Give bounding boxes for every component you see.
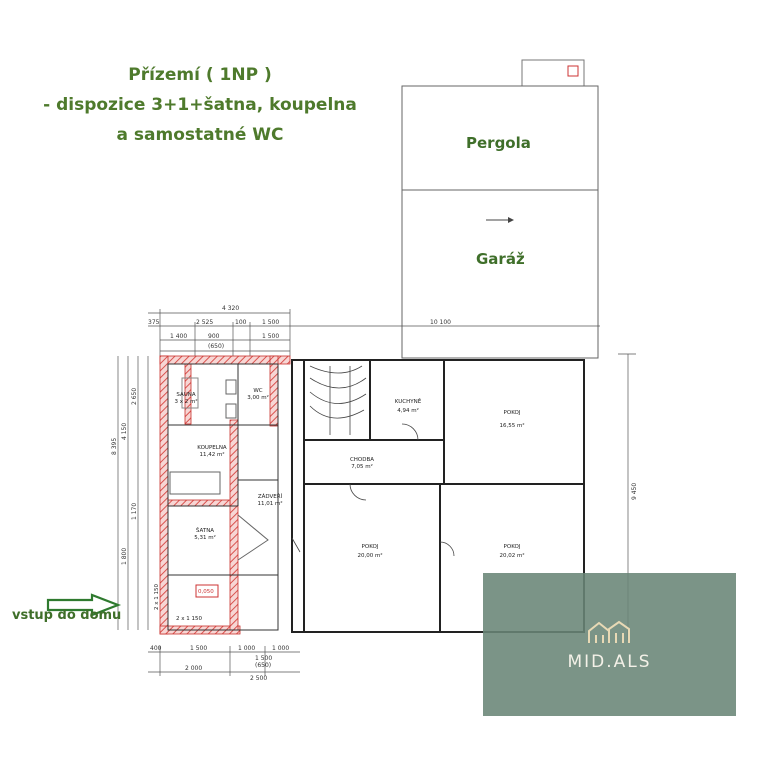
garage-label: Garáž — [476, 250, 525, 268]
dim-bottom-1: 400 — [150, 645, 162, 652]
dim-left-5: 1 800 — [121, 548, 128, 565]
dim-top-door-2: 900 — [208, 333, 220, 340]
room-bathroom-area: 11,42 m² — [199, 451, 224, 458]
plan-title-line2: - dispozice 3+1+šatna, koupelna — [43, 95, 357, 115]
room-room3-area: 20,02 m² — [499, 552, 524, 559]
dim-top-seg-1: 375 — [148, 319, 160, 326]
plan-title-line1: Přízemí ( 1NP ) — [128, 65, 272, 85]
room-room3-name: POKOJ — [504, 544, 521, 550]
dim-bottom-door-sub: (650) — [255, 662, 271, 669]
dim-bottom-total-2: 2 500 — [250, 675, 267, 682]
entry-arrow-icon — [46, 593, 122, 617]
top-dimension-lines — [148, 309, 600, 356]
house-logo-icon — [588, 620, 630, 643]
chimney-marker — [567, 65, 579, 77]
dim-top-seg-2: 2 525 — [196, 319, 213, 326]
dim-bottom-2: 1 500 — [190, 645, 207, 652]
dim-window-b: 2 x 1 150 — [176, 616, 202, 622]
dim-top-seg-5: 10 100 — [430, 319, 451, 326]
bottom-dimension-lines — [148, 646, 300, 676]
dim-left-1: 8 395 — [111, 438, 118, 455]
garage-outline — [401, 189, 599, 359]
entry-label: vstup do domu — [12, 608, 122, 623]
room-hallway-area: 7,05 m² — [351, 463, 373, 470]
dim-top-door-1: 1 400 — [170, 333, 187, 340]
dim-top-door-3: 1 500 — [262, 333, 279, 340]
room-wc-area: 3,00 m² — [247, 394, 269, 401]
room-room2-area: 20,00 m² — [357, 552, 382, 559]
dim-bottom-3: 1 000 — [238, 645, 255, 652]
room-room1-area: 16,55 m² — [499, 422, 524, 429]
room-wardrobe-name: ŠATNA — [196, 527, 214, 534]
pergola-label: Pergola — [466, 134, 531, 152]
room-room1-name: POKOJ — [504, 410, 521, 416]
room-bathroom-name: KOUPELNA — [197, 445, 227, 451]
dim-top-total: 4 320 — [222, 305, 239, 312]
agency-watermark: MID.ALS — [483, 573, 736, 716]
left-wing-walls — [167, 363, 279, 631]
plan-title-line3: a samostatné WC — [116, 125, 284, 145]
room-sauna-name: SAUNA — [176, 392, 195, 398]
dim-top-seg-4: 1 500 — [262, 319, 279, 326]
door-swings — [291, 423, 455, 557]
dim-bottom-total-1: 2 000 — [185, 665, 202, 672]
room-kitchen-area: 4,94 m² — [397, 407, 419, 414]
main-house-walls — [291, 359, 585, 633]
dim-top-door-4: (650) — [208, 343, 224, 350]
dim-window-a: 2 x 1 150 — [154, 584, 160, 610]
room-entrance-area: 11,01 m² — [257, 500, 282, 507]
dim-bottom-door: 1 500 — [255, 655, 272, 662]
dim-bottom-4: 1 000 — [272, 645, 289, 652]
room-wc-name: WC — [253, 388, 262, 394]
room-hallway-name: CHODBA — [350, 457, 374, 463]
dim-right-total: 9 450 — [631, 483, 638, 500]
room-kitchen-name: KUCHYNĚ — [395, 397, 422, 405]
room-room2-name: POKOJ — [362, 544, 379, 550]
room-sauna-area: 3 x 2 m² — [174, 398, 197, 405]
dim-left-2: 4 150 — [121, 423, 128, 440]
dim-left-3: 2 650 — [131, 388, 138, 405]
room-wardrobe-area: 5,31 m² — [194, 534, 216, 541]
dim-window-c: 0,050 — [198, 589, 214, 595]
dim-left-4: 1 170 — [131, 503, 138, 520]
chimney-outline — [521, 59, 585, 87]
staircase — [309, 365, 367, 435]
left-dimension-lines — [117, 356, 149, 630]
dim-top-seg-3: 100 — [235, 319, 247, 326]
brand-name: MID.ALS — [567, 652, 652, 672]
room-entrance-name: ZÁDVEŘÍ — [258, 492, 283, 500]
